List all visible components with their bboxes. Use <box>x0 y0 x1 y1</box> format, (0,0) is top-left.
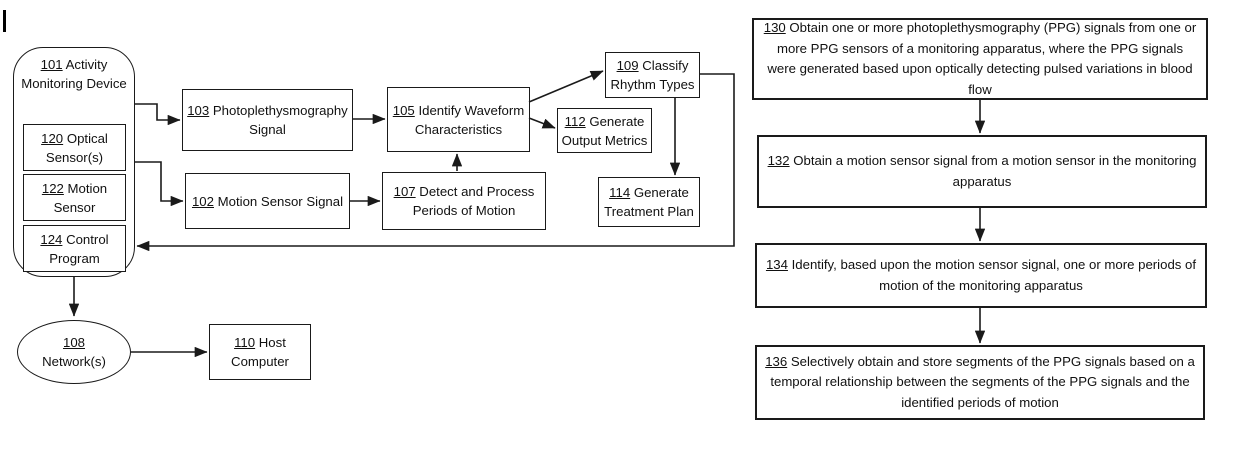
node-text: 107 Detect and Process Periods of Motion <box>383 182 545 220</box>
box-motion-sensor-signal: 102 Motion Sensor Signal <box>185 173 350 229</box>
node-text: 114 Generate Treatment Plan <box>599 183 699 221</box>
edge-artifact-mark <box>3 10 6 32</box>
ref-num: 136 <box>765 353 788 369</box>
box-detect-process-periods-of-motion: 107 Detect and Process Periods of Motion <box>382 172 546 230</box>
step-text: 132 Obtain a motion sensor signal from a… <box>759 151 1205 192</box>
step-label: Obtain a motion sensor signal from a mot… <box>793 153 1197 189</box>
node-text: 108 Network(s) <box>18 333 130 371</box>
node-label: Control Program <box>49 231 109 266</box>
node-label: Motion Sensor Signal <box>217 193 344 209</box>
node-label: Identify Waveform Characteristics <box>414 102 525 137</box>
ref-num: 110 <box>234 335 256 350</box>
ref-num: 124 <box>40 231 63 247</box>
step-text: 136 Selectively obtain and store segment… <box>757 352 1203 414</box>
box-photoplethysmography-signal: 103 Photoplethysmography Signal <box>182 89 353 151</box>
ref-num: 120 <box>41 130 64 146</box>
node-text: 112 Generate Output Metrics <box>558 112 651 150</box>
arrow-device-to-motion-signal <box>135 161 184 207</box>
ref-num: 134 <box>765 257 788 272</box>
box-identify-waveform-characteristics: 105 Identify Waveform Characteristics <box>387 87 530 152</box>
node-text: 120 Optical Sensor(s) <box>24 129 125 167</box>
ref-num: 102 <box>191 193 214 209</box>
node-label: Motion Sensor <box>53 180 108 215</box>
node-text: 110 Host Computer <box>210 333 310 371</box>
ellipse-networks: 108 Network(s) <box>17 320 131 384</box>
ref-num: 108 <box>62 335 85 350</box>
node-text: 124 Control Program <box>24 230 125 268</box>
node-text: 101 Activity Monitoring Device <box>14 48 134 93</box>
step-label: Selectively obtain and store segments of… <box>770 353 1195 410</box>
step-text: 134 Identify, based upon the motion sens… <box>757 255 1205 296</box>
arrow-identify-waveform-to-output-metrics <box>528 117 556 129</box>
node-label: Detect and Process Periods of Motion <box>412 184 535 218</box>
box-generate-treatment-plan: 114 Generate Treatment Plan <box>598 177 700 227</box>
node-label: Optical Sensor(s) <box>45 130 108 165</box>
box-control-program: 124 Control Program <box>23 225 126 272</box>
ref-num: 105 <box>392 102 415 118</box>
ref-num: 122 <box>41 180 64 196</box>
box-motion-sensor: 122 Motion Sensor <box>23 174 126 221</box>
step-obtain-ppg-signals: 130 Obtain one or more photoplethysmogra… <box>752 18 1208 100</box>
node-text: 122 Motion Sensor <box>24 179 125 217</box>
arrow-identify-waveform-to-classify-rhythm <box>528 70 604 103</box>
ref-num: 103 <box>187 103 210 118</box>
box-optical-sensors: 120 Optical Sensor(s) <box>23 124 126 171</box>
box-generate-output-metrics: 112 Generate Output Metrics <box>557 108 652 153</box>
step-selectively-store-segments: 136 Selectively obtain and store segment… <box>755 345 1205 420</box>
node-text: 109 Classify Rhythm Types <box>606 56 699 94</box>
ref-num: 130 <box>763 20 786 35</box>
box-host-computer: 110 Host Computer <box>209 324 311 380</box>
node-text: 105 Identify Waveform Characteristics <box>388 101 529 139</box>
ref-num: 101 <box>40 57 63 72</box>
node-label: Network(s) <box>42 354 106 369</box>
ref-num: 114 <box>609 185 631 200</box>
node-label: Host Computer <box>231 335 289 369</box>
step-label: Obtain one or more photoplethysmography … <box>767 20 1197 97</box>
box-classify-rhythm-types: 109 Classify Rhythm Types <box>605 52 700 98</box>
ref-num: 112 <box>564 113 586 129</box>
node-label: Activity Monitoring Device <box>21 57 127 91</box>
step-obtain-motion-sensor-signal: 132 Obtain a motion sensor signal from a… <box>757 135 1207 208</box>
node-text: 103 Photoplethysmography Signal <box>183 101 352 139</box>
step-label: Identify, based upon the motion sensor s… <box>791 257 1197 293</box>
node-label: Photoplethysmography Signal <box>212 103 348 137</box>
ref-num: 107 <box>393 184 416 199</box>
ref-num: 132 <box>767 153 790 168</box>
step-text: 130 Obtain one or more photoplethysmogra… <box>754 18 1206 100</box>
node-text: 102 Motion Sensor Signal <box>186 192 349 211</box>
ref-num: 109 <box>616 58 639 73</box>
step-identify-periods-of-motion: 134 Identify, based upon the motion sens… <box>755 243 1207 308</box>
arrow-device-to-ppg-signal <box>135 103 181 126</box>
